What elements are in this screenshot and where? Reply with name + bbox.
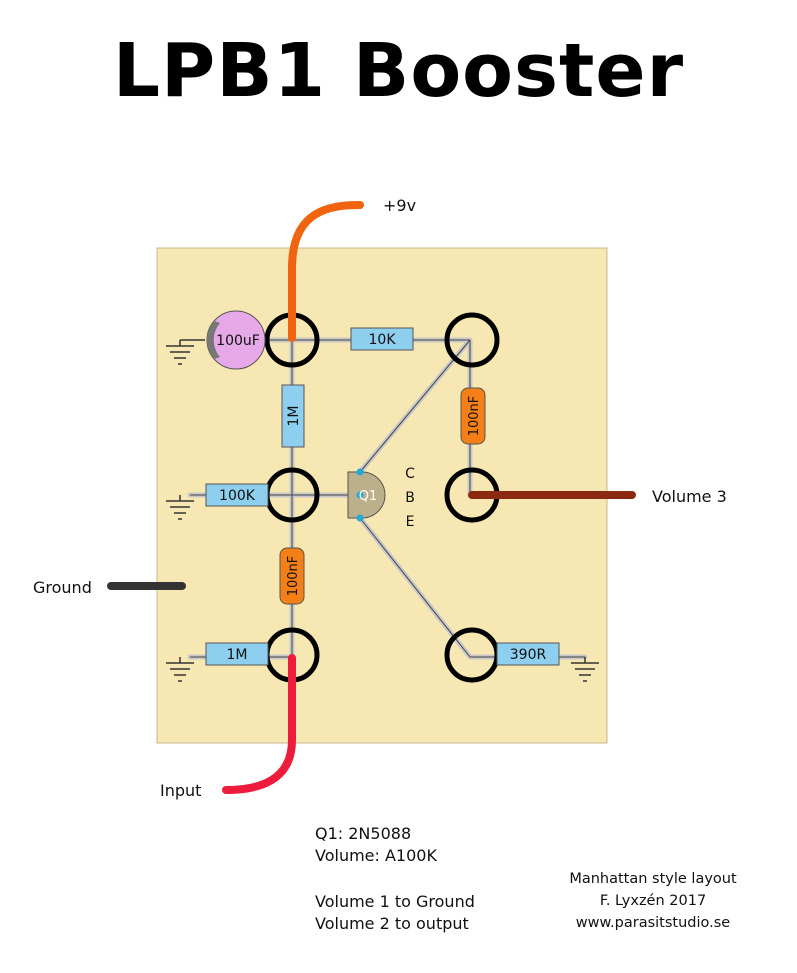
ground-symbols [166, 339, 599, 682]
cap-label: 100uF [216, 333, 260, 349]
note-vol2: Volume 2 to output [315, 914, 469, 933]
pin-label-c: C [405, 466, 415, 482]
resistor-label: 100K [219, 488, 256, 504]
capacitor-label: 100nF [467, 396, 482, 437]
resistor-label: 1M [227, 647, 248, 663]
pin-label-e: E [406, 514, 415, 530]
resistor-390r: 390R [496, 642, 560, 666]
transistor-label: Q1 [359, 489, 378, 504]
capacitor-100nf-left: 100nF [279, 547, 305, 605]
credit-layout: Manhattan style layout [569, 871, 737, 887]
resistor-1m-vertical: 1M [281, 384, 305, 448]
capacitor-100nf-right: 100nF [460, 387, 486, 445]
credit-website: www.parasitstudio.se [575, 915, 731, 931]
notes-block: Q1: 2N5088 Volume: A100K [315, 823, 437, 867]
resistor-label: 390R [510, 647, 547, 663]
resistor-label: 10K [369, 332, 397, 348]
note-volume: Volume: A100K [315, 846, 437, 865]
ground-symbol-icon [571, 657, 599, 682]
resistor-10k: 10K [350, 327, 414, 351]
transistor-pin-labels: C B E [405, 466, 415, 530]
page-title: LPB1 Booster [112, 28, 685, 114]
credits-block: Manhattan style layout F. Lyxzén 2017 ww… [543, 868, 763, 934]
resistor-label: 1M [286, 406, 302, 427]
resistor-100k: 100K [205, 483, 269, 507]
note-q1: Q1: 2N5088 [315, 824, 412, 843]
note-vol1: Volume 1 to Ground [315, 892, 475, 911]
ground-symbol-icon [166, 339, 205, 365]
capacitor-label: 100nF [286, 556, 301, 597]
power-label: +9v [383, 196, 416, 215]
ground-symbol-icon [166, 495, 194, 520]
electrolytic-capacitor: 100uF [206, 310, 266, 370]
ground-label: Ground [33, 578, 92, 597]
ground-symbol-icon [166, 657, 194, 682]
notes-volume-block: Volume 1 to Ground Volume 2 to output [315, 891, 475, 935]
pin-label-b: B [405, 490, 415, 506]
transistor-q1: Q1 [347, 468, 386, 522]
resistor-1m-bottom: 1M [205, 642, 269, 666]
power-wire [288, 201, 364, 342]
input-wire [222, 654, 296, 794]
pad [444, 312, 500, 368]
input-label: Input [160, 781, 201, 800]
credit-author: F. Lyxzén 2017 [599, 893, 707, 909]
volume3-label: Volume 3 [652, 487, 727, 506]
